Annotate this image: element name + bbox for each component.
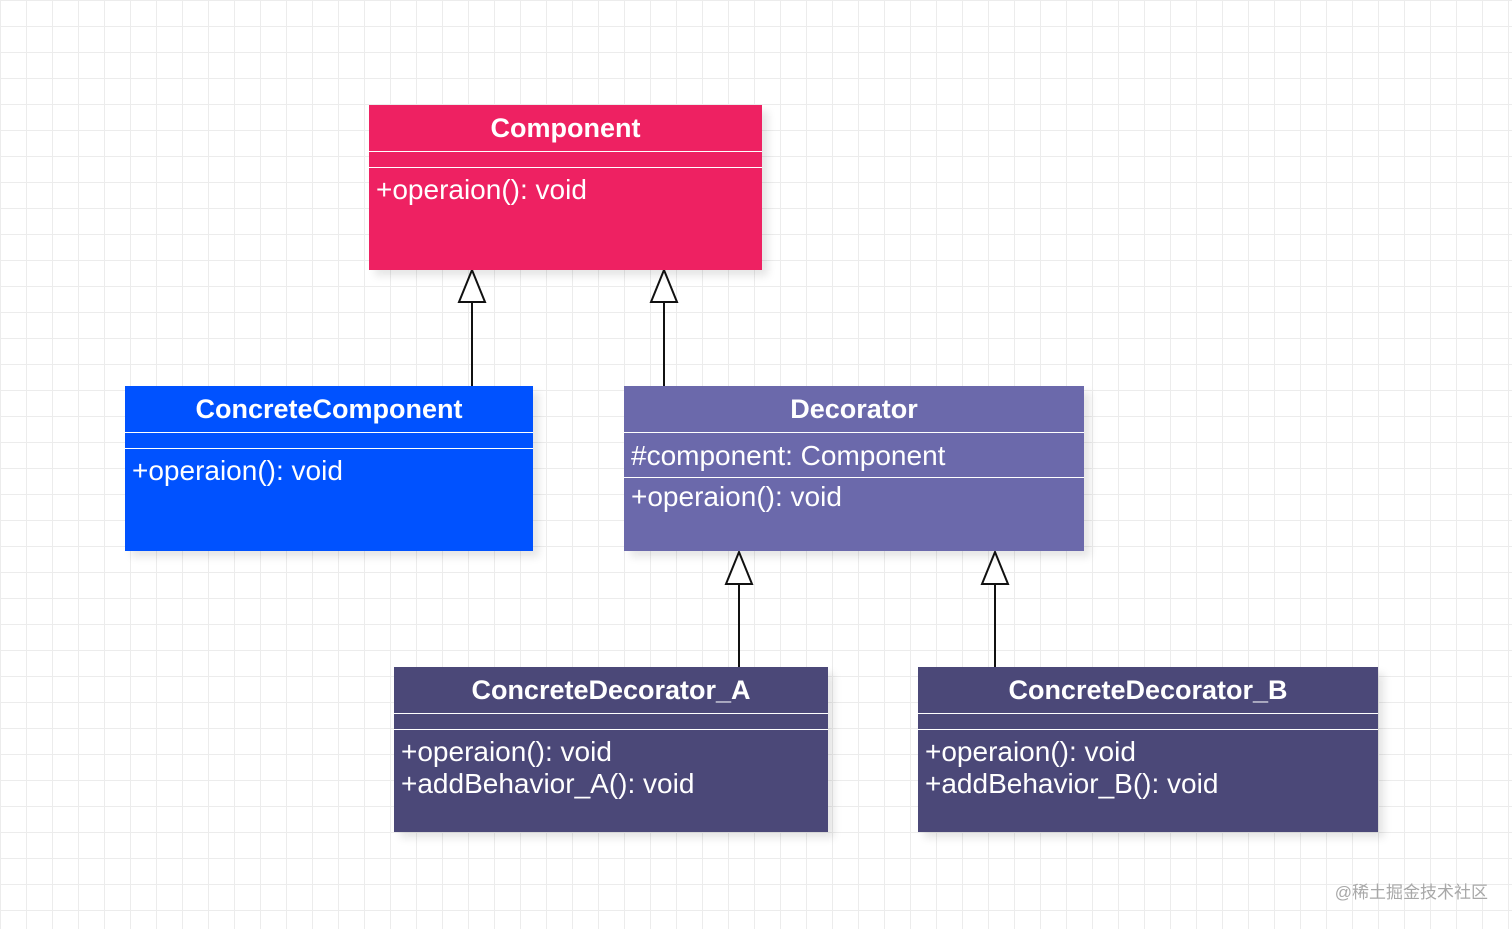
method: +addBehavior_B(): void — [925, 768, 1219, 799]
inheritance-arrowhead-component-left — [457, 267, 487, 303]
class-concrete-decorator-b[interactable]: ConcreteDecorator_B +operaion(): void +a… — [918, 667, 1378, 832]
watermark-text: @稀土掘金技术社区 — [1334, 883, 1488, 902]
attributes-section: #component: Component — [624, 433, 1084, 478]
methods-section: +operaion(): void — [125, 449, 533, 487]
class-component[interactable]: Component +operaion(): void — [369, 105, 762, 270]
class-name: ConcreteDecorator_B — [918, 667, 1378, 714]
attribute: #component: Component — [631, 440, 946, 471]
class-name: Component — [369, 105, 762, 152]
attributes-section — [125, 433, 533, 449]
methods-section: +operaion(): void — [624, 478, 1084, 513]
methods-section: +operaion(): void +addBehavior_A(): void — [394, 730, 828, 800]
attributes-section — [369, 152, 762, 168]
inheritance-arrowhead-decorator-left — [724, 549, 754, 585]
class-decorator[interactable]: Decorator #component: Component +operaio… — [624, 386, 1084, 551]
class-name: ConcreteDecorator_A — [394, 667, 828, 714]
inheritance-arrowhead-decorator-right — [980, 549, 1010, 585]
class-name: ConcreteComponent — [125, 386, 533, 433]
class-concrete-component[interactable]: ConcreteComponent +operaion(): void — [125, 386, 533, 551]
method: +operaion(): void — [132, 455, 343, 486]
methods-section: +operaion(): void +addBehavior_B(): void — [918, 730, 1378, 800]
attributes-section — [394, 714, 828, 730]
attributes-section — [918, 714, 1378, 730]
methods-section: +operaion(): void — [369, 168, 762, 206]
class-concrete-decorator-a[interactable]: ConcreteDecorator_A +operaion(): void +a… — [394, 667, 828, 832]
method: +addBehavior_A(): void — [401, 768, 695, 799]
method: +operaion(): void — [376, 174, 587, 205]
method: +operaion(): void — [631, 481, 842, 512]
method: +operaion(): void — [401, 736, 612, 767]
method: +operaion(): void — [925, 736, 1136, 767]
class-name: Decorator — [624, 386, 1084, 433]
inheritance-arrowhead-component-right — [649, 267, 679, 303]
